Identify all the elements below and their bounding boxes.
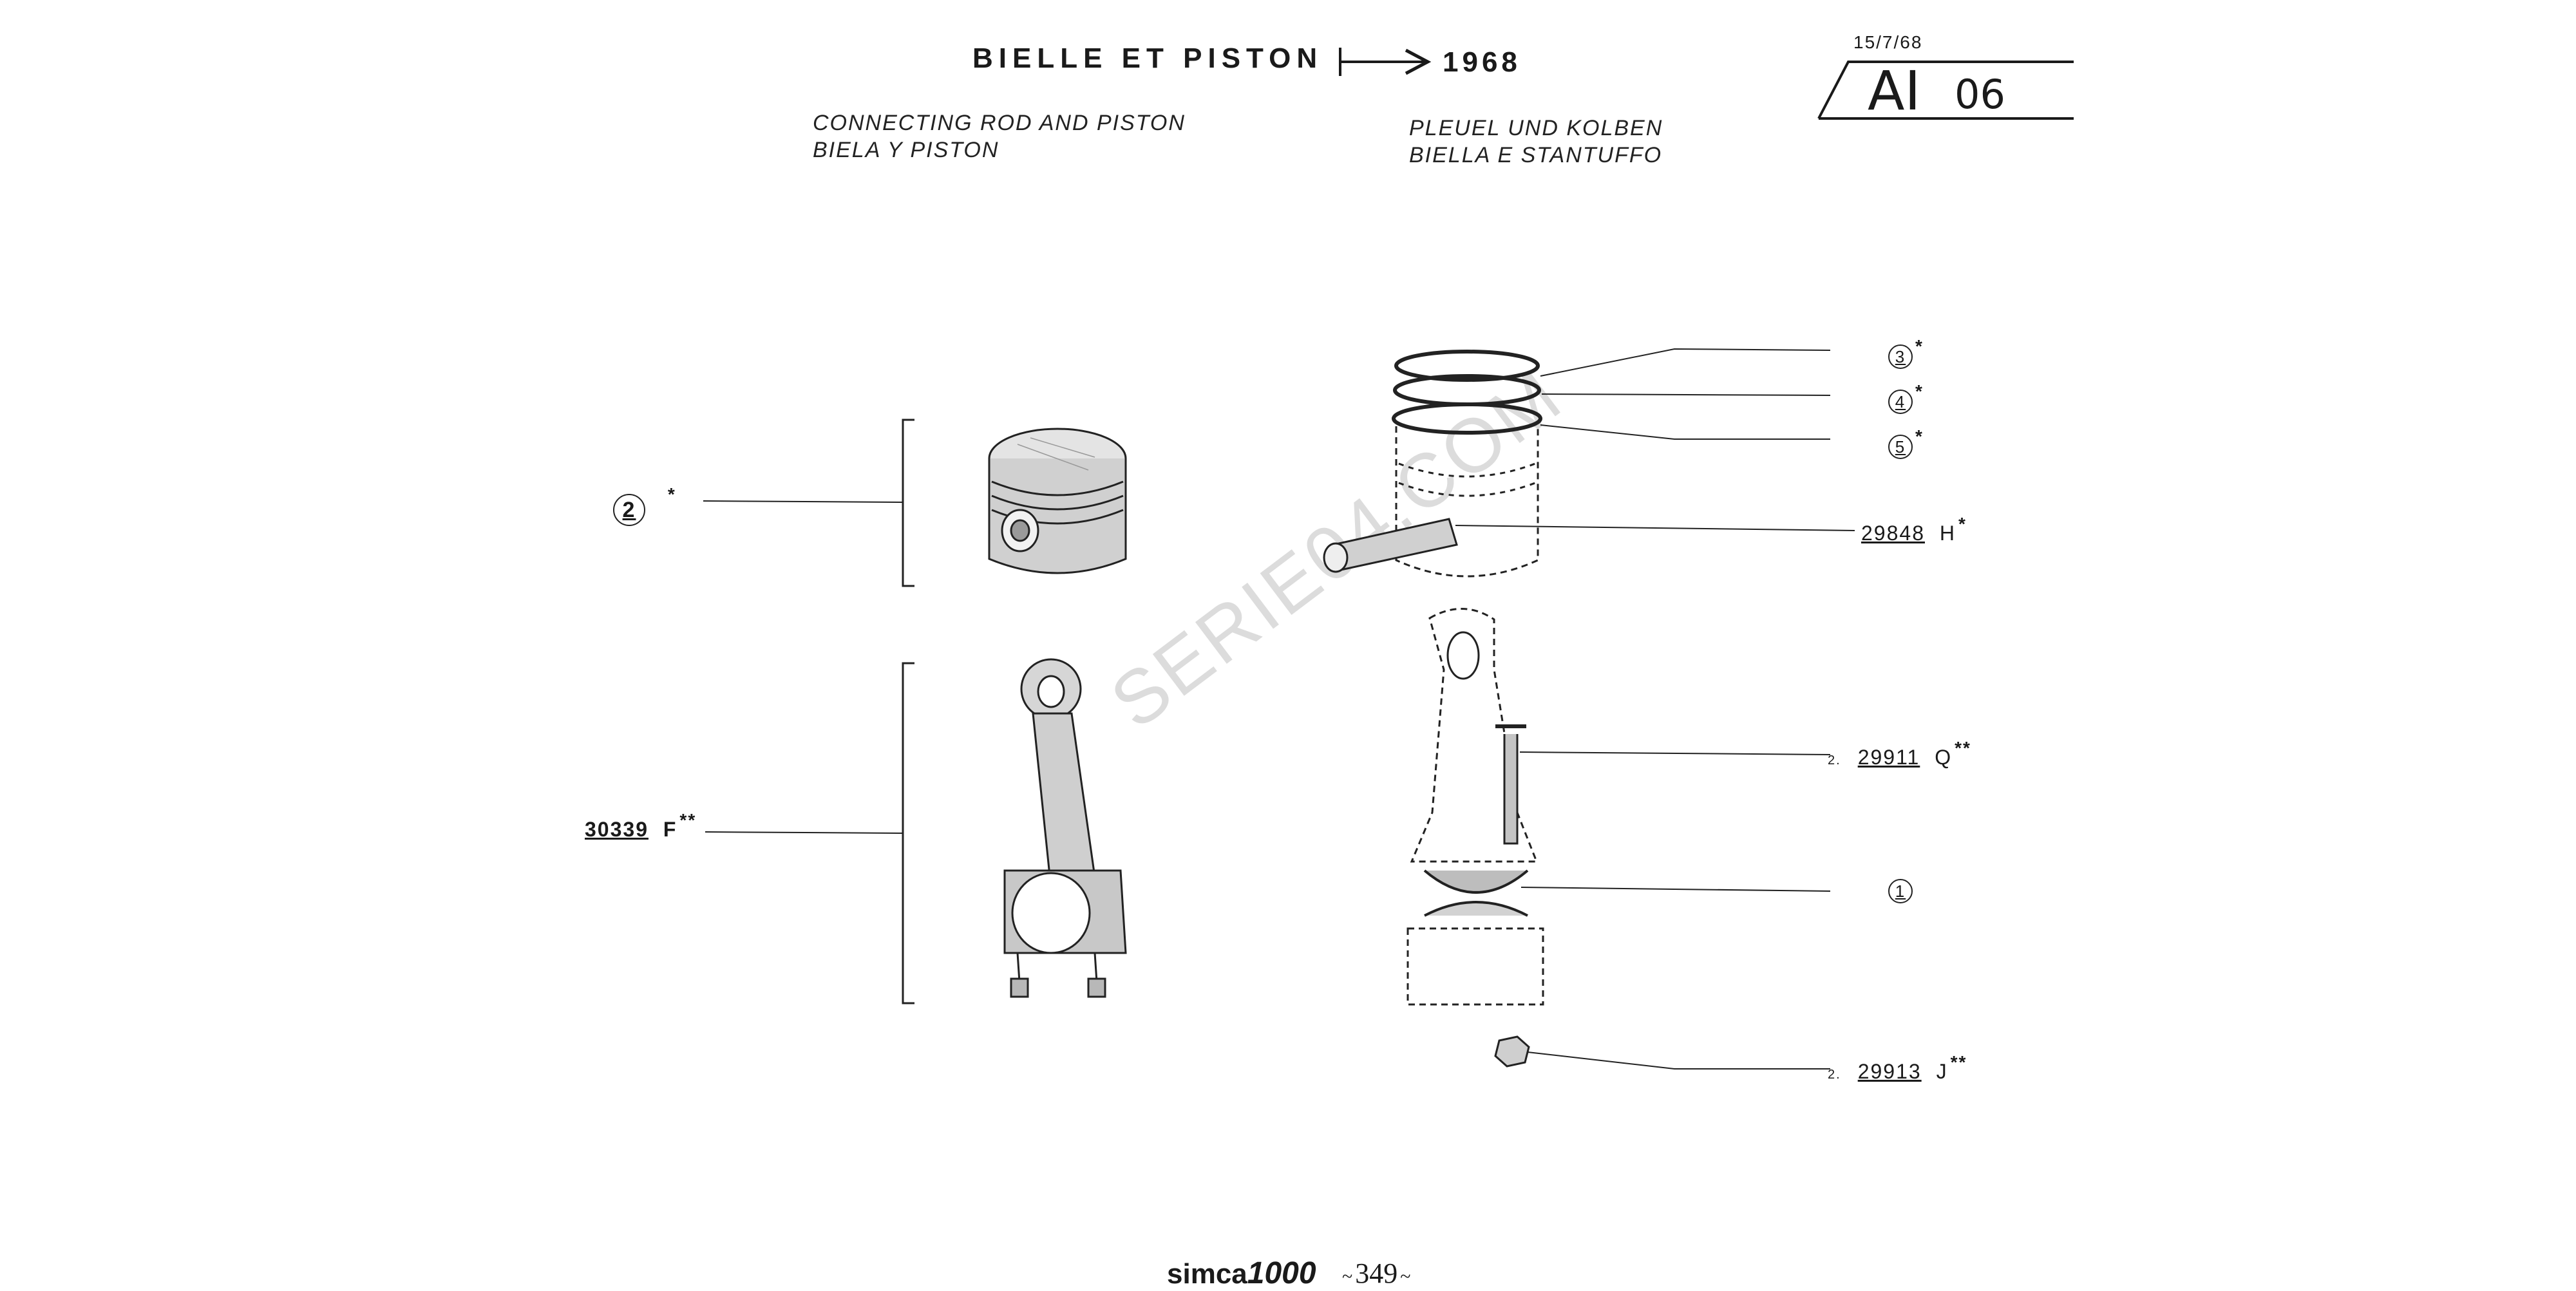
nut-part-number: 29913 bbox=[1857, 1060, 1922, 1083]
ref-rod-bolt: 2. 29911 Q** bbox=[1828, 738, 1971, 769]
ring-5-number: 5 bbox=[1888, 435, 1913, 459]
pin-part-number: 29848 bbox=[1861, 522, 1925, 545]
rod-bracket bbox=[902, 662, 914, 1004]
ref-piston: 2 * bbox=[613, 484, 676, 526]
bolt-suffix: Q bbox=[1935, 746, 1953, 769]
sheet-number: 06 bbox=[1955, 71, 2005, 118]
subtitle-spanish: BIELA Y PISTON bbox=[813, 138, 999, 162]
piston-assembly-illustration bbox=[988, 428, 1127, 574]
ref-gudgeon-pin: 29848 H* bbox=[1861, 514, 1967, 545]
page-title: BIELLE ET PISTON bbox=[972, 42, 1323, 74]
pin-suffix: H bbox=[1939, 522, 1956, 545]
bearing-number: 1 bbox=[1888, 879, 1913, 903]
brand-name: simca bbox=[1167, 1258, 1247, 1290]
rod-part-number: 30339 bbox=[585, 818, 649, 841]
exploded-view-illustration bbox=[1323, 350, 1544, 1068]
ref-ring-3: 3* bbox=[1888, 336, 1924, 369]
ring-3-number: 3 bbox=[1888, 344, 1913, 369]
bolt-part-number: 29911 bbox=[1857, 746, 1920, 769]
subtitle-german: PLEUEL UND KOLBEN bbox=[1409, 116, 1663, 140]
ref-bearing: 1 bbox=[1888, 878, 1913, 903]
sheet-code-frame bbox=[1817, 61, 2074, 120]
ref-ring-4: 4* bbox=[1888, 381, 1924, 414]
arrow-right-icon bbox=[1339, 48, 1432, 76]
brand-model: 1000 bbox=[1247, 1256, 1316, 1290]
bolt-stars: ** bbox=[1955, 738, 1971, 758]
connecting-rod-illustration bbox=[1003, 658, 1127, 998]
nut-quantity: 2. bbox=[1828, 1068, 1841, 1082]
subtitle-italian: BIELLA E STANTUFFO bbox=[1409, 143, 1663, 167]
revision-date: 15/7/68 bbox=[1853, 32, 1923, 52]
ref-connecting-rod: 30339 F** bbox=[585, 810, 696, 842]
piston-number: 2 bbox=[613, 494, 645, 526]
piston-stars: * bbox=[667, 484, 676, 504]
piston-bracket bbox=[902, 419, 914, 587]
bolt-quantity: 2. bbox=[1828, 753, 1841, 768]
nut-suffix: J bbox=[1936, 1060, 1948, 1083]
ref-ring-5: 5* bbox=[1888, 426, 1924, 459]
ring-4-number: 4 bbox=[1888, 390, 1913, 414]
ring-3-stars: * bbox=[1915, 336, 1924, 356]
model-year: 1968 bbox=[1443, 46, 1521, 78]
sheet-code: AI bbox=[1868, 59, 1921, 122]
pin-stars: * bbox=[1958, 514, 1967, 534]
brand-logo: simca1000 bbox=[1167, 1256, 1316, 1291]
nut-stars: ** bbox=[1950, 1052, 1967, 1072]
subtitle-english: CONNECTING ROD AND PISTON bbox=[813, 111, 1186, 135]
rod-suffix: F bbox=[663, 818, 677, 841]
page-number: 349 bbox=[1340, 1257, 1413, 1290]
rod-stars: ** bbox=[679, 810, 697, 830]
ref-nut: 2. 29913 J** bbox=[1828, 1052, 1967, 1084]
ring-5-stars: * bbox=[1915, 426, 1924, 446]
ring-4-stars: * bbox=[1915, 381, 1924, 401]
